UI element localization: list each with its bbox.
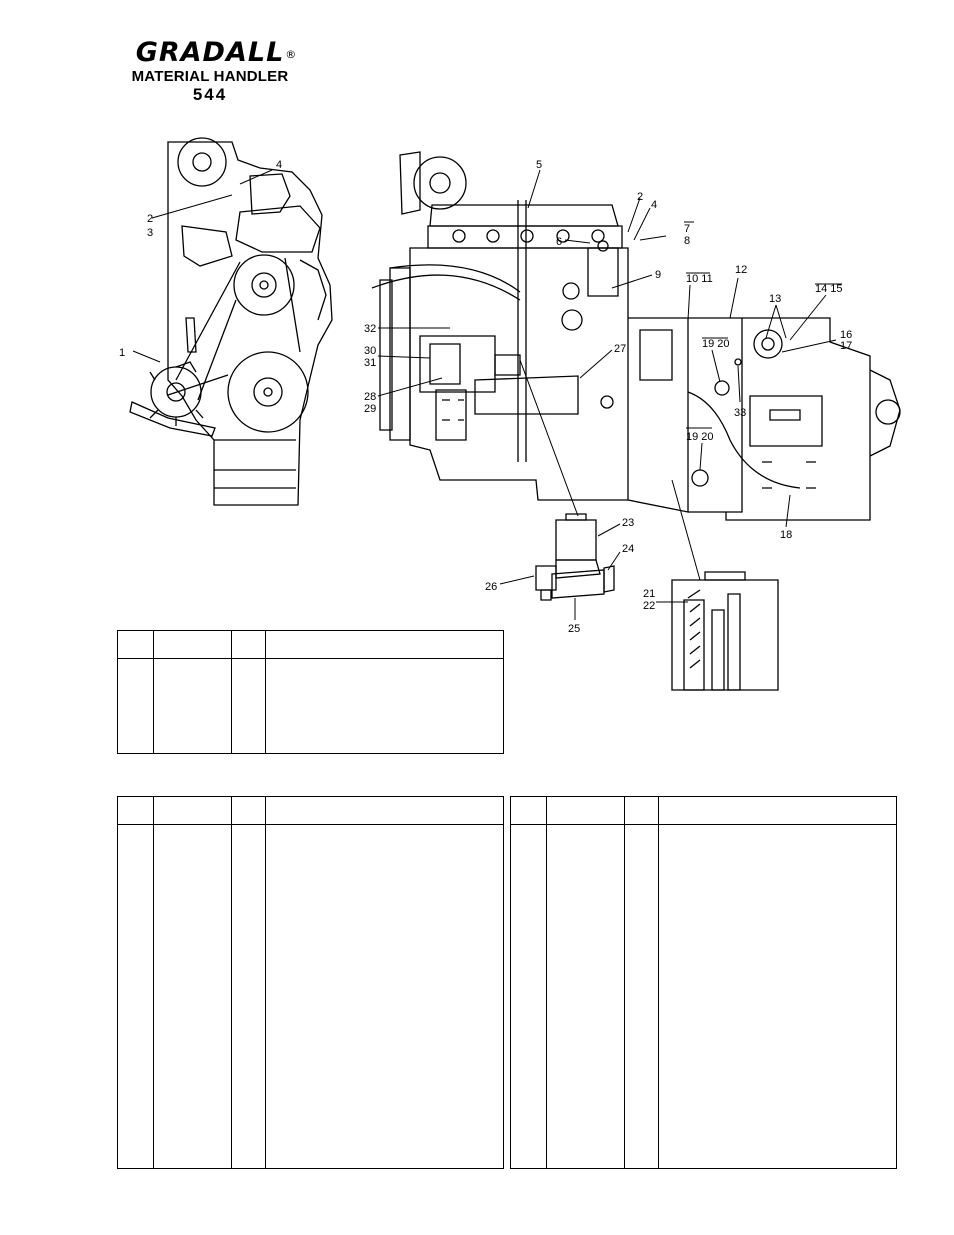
callout-7: 7 — [684, 223, 690, 235]
registered-mark: ® — [285, 48, 298, 61]
table-body-row — [117, 824, 504, 1169]
callout-33: 33 — [734, 407, 746, 419]
callout-21: 21 — [643, 588, 655, 600]
callout-31: 31 — [364, 357, 376, 369]
callout-4: 4 — [276, 159, 282, 171]
parts-table-small — [117, 630, 504, 754]
header-cell — [117, 796, 154, 825]
callout-10-11: 10 11 — [686, 273, 713, 285]
header-cell — [510, 796, 547, 825]
callout-leaders — [132, 169, 837, 620]
callout-16: 16 — [840, 329, 852, 341]
callout-2: 2 — [147, 213, 153, 225]
engine-parts-diagram: 1 2 3 4 5 2 4 6 7 8 9 10 11 12 13 14 15 … — [119, 137, 901, 691]
parts-table-left — [117, 796, 504, 1169]
callout-24: 24 — [622, 543, 634, 555]
oil-filter-assembly — [535, 513, 615, 601]
callout-32: 32 — [364, 323, 376, 335]
callout-30: 30 — [364, 345, 376, 357]
callout-2b: 2 — [637, 191, 643, 203]
callout-27: 27 — [614, 343, 626, 355]
callout-labels: 1 2 3 4 5 2 4 6 7 8 9 10 11 12 13 14 15 … — [119, 159, 852, 635]
header-cell — [231, 630, 266, 659]
callout-26: 26 — [485, 581, 497, 593]
table-body-row — [117, 658, 504, 754]
gradall-logo: GRADALL ® — [135, 37, 297, 68]
brand-header: GRADALL ® MATERIAL HANDLER 544 — [110, 38, 310, 105]
logo-text: GRADALL — [135, 37, 285, 68]
callout-1: 1 — [119, 347, 125, 359]
header-cell — [153, 796, 232, 825]
callout-18: 18 — [780, 529, 792, 541]
callout-28: 28 — [364, 391, 376, 403]
callout-23: 23 — [622, 517, 634, 529]
header-cell — [231, 796, 266, 825]
callout-19-20a: 19 20 — [702, 338, 730, 350]
callout-13: 13 — [769, 293, 781, 305]
callout-12: 12 — [735, 264, 747, 276]
model-number: 544 — [192, 85, 228, 104]
header-cell — [624, 796, 659, 825]
callout-22: 22 — [643, 600, 655, 612]
callout-8: 8 — [684, 235, 690, 247]
header-cell — [265, 630, 504, 659]
detail-cutaway-view — [671, 571, 779, 691]
callout-17: 17 — [840, 340, 852, 352]
callout-4b: 4 — [651, 199, 657, 211]
callout-3: 3 — [147, 227, 153, 239]
parts-table-right — [510, 796, 897, 1169]
callout-25: 25 — [568, 623, 580, 635]
callout-14-15: 14 15 — [815, 283, 843, 295]
callout-6: 6 — [556, 236, 562, 248]
table-header-row — [117, 796, 504, 825]
callout-9: 9 — [655, 269, 661, 281]
header-cell — [153, 630, 232, 659]
callout-overlines — [684, 221, 842, 429]
engine-front-view — [129, 137, 333, 506]
brand-subtitle: MATERIAL HANDLER — [131, 68, 289, 85]
header-cell — [117, 630, 154, 659]
engine-side-view — [371, 151, 901, 521]
table-body-row — [510, 824, 897, 1169]
header-cell — [265, 796, 504, 825]
table-header-row — [117, 630, 504, 659]
header-cell — [658, 796, 897, 825]
table-header-row — [510, 796, 897, 825]
callout-19-20b: 19 20 — [686, 431, 714, 443]
callout-5: 5 — [536, 159, 542, 171]
callout-29: 29 — [364, 403, 376, 415]
header-cell — [546, 796, 625, 825]
